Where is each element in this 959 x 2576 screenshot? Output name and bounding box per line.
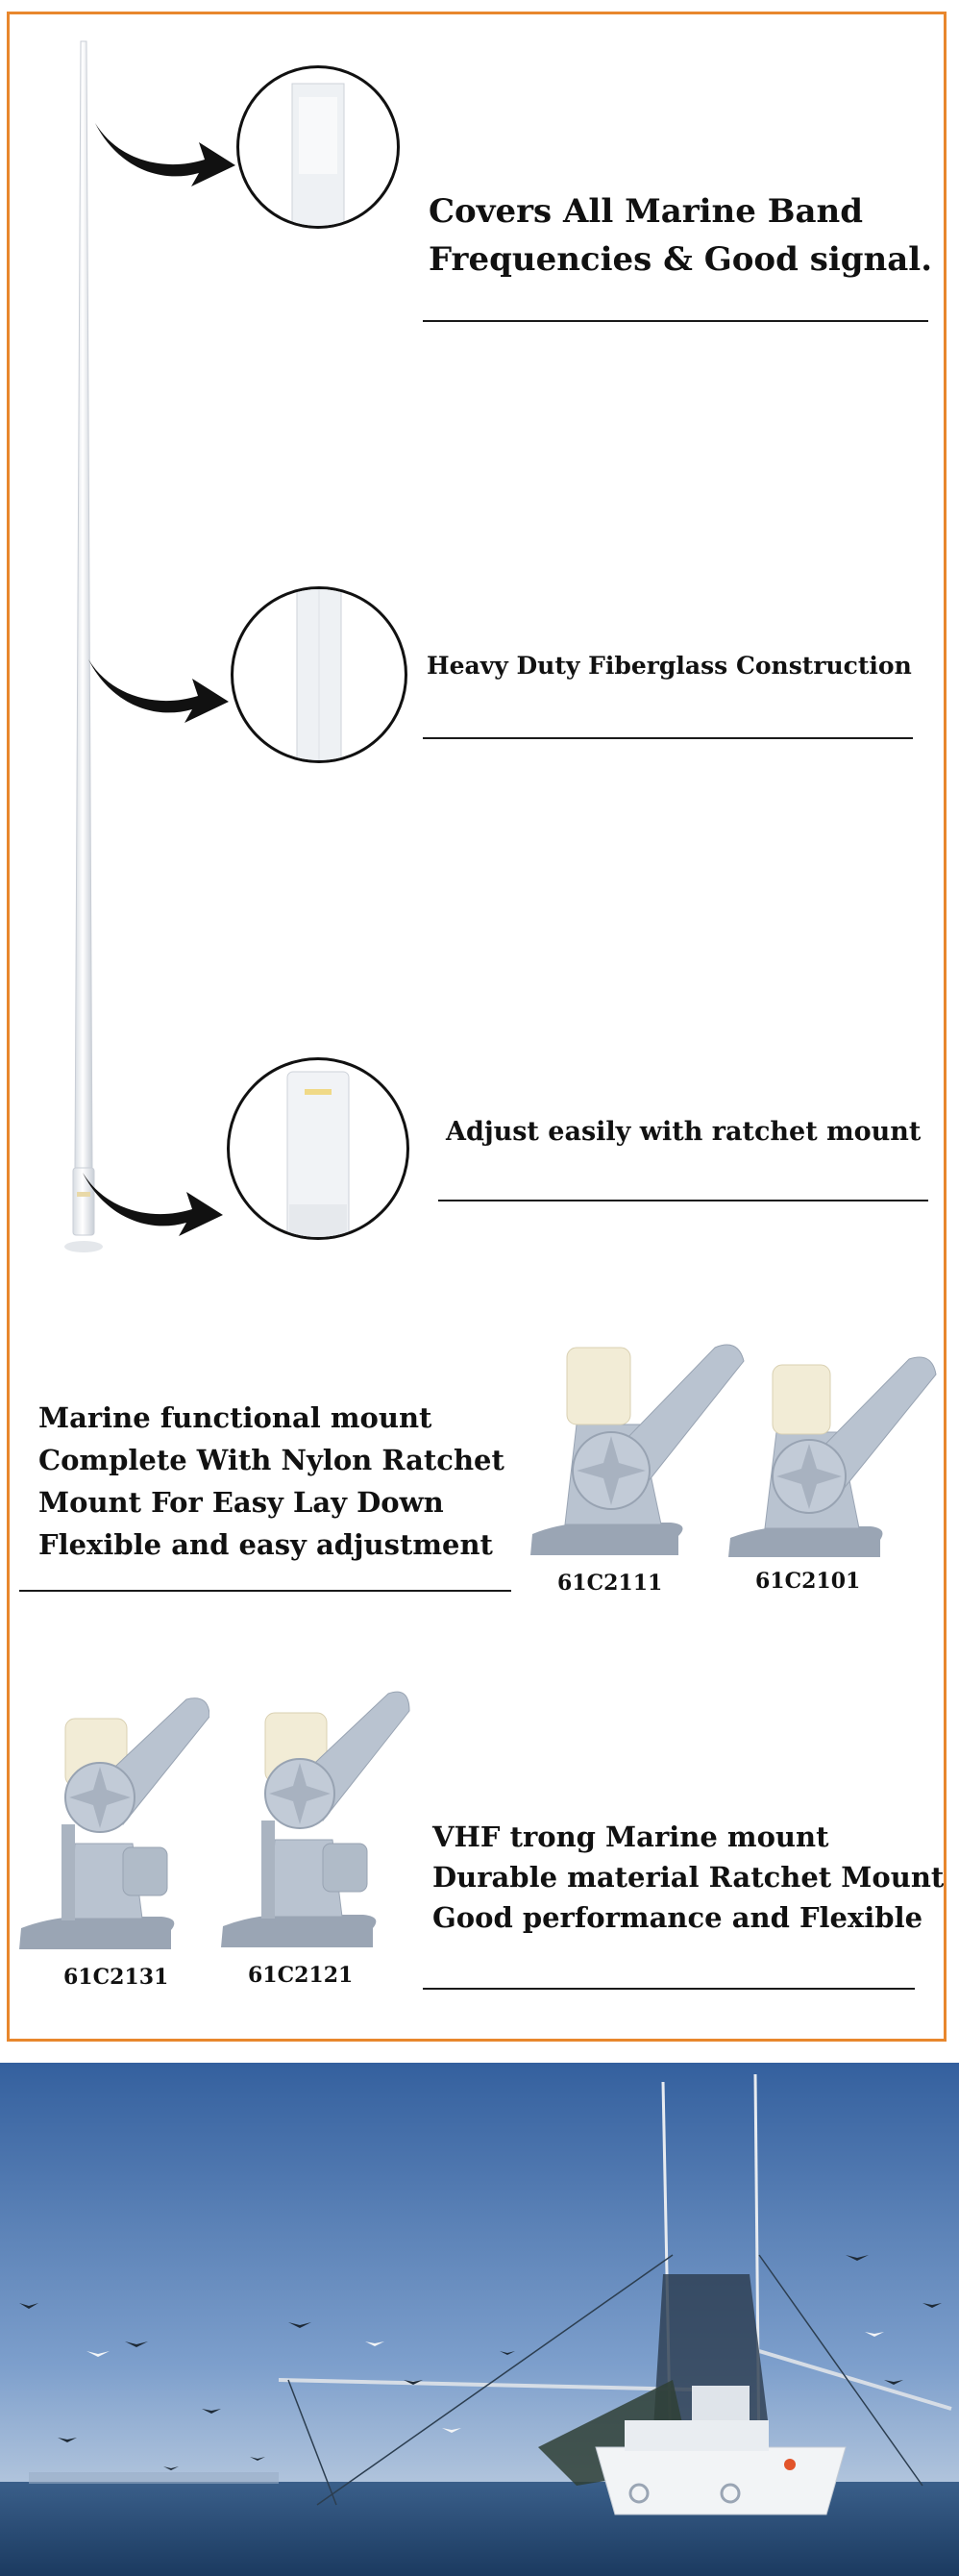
fiberglass-detail-circle <box>231 586 407 763</box>
mount-b-line1: VHF trong Marine mount <box>432 1821 829 1853</box>
mount-a-line3: Mount For Easy Lay Down <box>38 1486 444 1519</box>
divider-rule <box>423 320 928 322</box>
feature-fiberglass-text: Heavy Duty Fiberglass Construction <box>427 652 912 680</box>
model-label: 61C2101 <box>755 1569 861 1594</box>
tip-detail-circle <box>236 65 400 229</box>
feature-title-line2: Frequencies & Good signal. <box>429 240 933 279</box>
product-panel <box>7 12 947 2042</box>
model-label: 61C2121 <box>248 1963 354 1988</box>
mount-a-line1: Marine functional mount <box>38 1401 432 1434</box>
base-detail-circle <box>227 1057 409 1240</box>
divider-rule <box>423 1988 915 1990</box>
arrow-icon <box>95 123 235 186</box>
mount-b-line2: Durable material Ratchet Mount <box>432 1861 945 1894</box>
ratchet-mount-image <box>19 1697 209 1949</box>
mount-a-line2: Complete With Nylon Ratchet <box>38 1444 504 1476</box>
ratchet-mount-image <box>728 1356 937 1557</box>
model-label: 61C2131 <box>63 1965 169 1990</box>
feature-ratchet-text: Adjust easily with ratchet mount <box>446 1117 922 1147</box>
mount-b-line3: Good performance and Flexible <box>432 1901 923 1934</box>
divider-rule <box>19 1590 511 1592</box>
divider-rule <box>423 737 913 739</box>
ratchet-mount-image <box>530 1344 745 1555</box>
arrow-icon <box>88 659 229 723</box>
divider-rule <box>438 1200 928 1201</box>
feature-title-line1: Covers All Marine Band <box>429 192 864 231</box>
mount-a-line4: Flexible and easy adjustment <box>38 1528 493 1561</box>
boat-photo <box>0 2063 959 2576</box>
arrow-icon <box>83 1173 223 1236</box>
antenna-image <box>64 40 103 1252</box>
ratchet-mount-image <box>221 1691 410 1947</box>
model-label: 61C2111 <box>557 1571 663 1596</box>
